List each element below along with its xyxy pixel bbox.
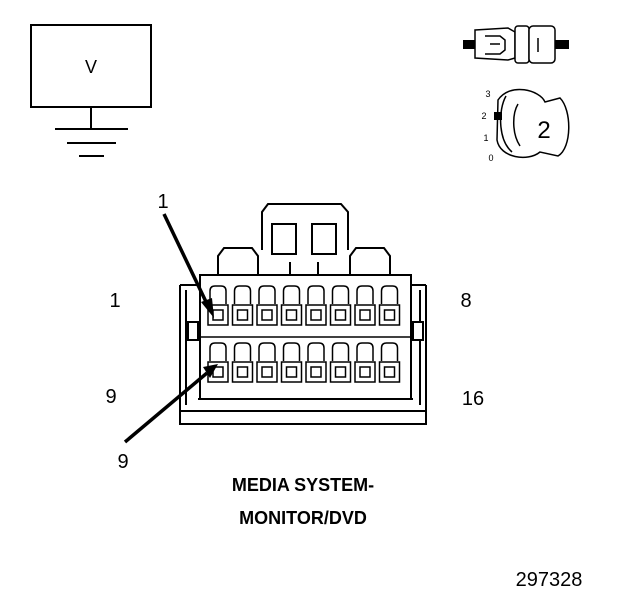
cavity-12	[280, 342, 303, 383]
cavity-9	[207, 342, 229, 383]
figure-number: 297328	[516, 569, 583, 591]
cavity-10	[231, 342, 254, 383]
cavity-16	[378, 342, 401, 383]
cavity-13	[305, 342, 327, 383]
voltmeter-symbol	[30, 24, 152, 157]
callout-arrowhead-pin-1	[201, 298, 214, 318]
row2-first-pin-label: 9	[105, 386, 116, 408]
connector-title-line-2: MONITOR/DVD	[239, 508, 367, 528]
cavity-5	[305, 285, 327, 326]
cavity-15	[354, 342, 376, 383]
probe-icon	[463, 25, 569, 64]
cavity-3	[256, 285, 278, 326]
cavity-14	[329, 342, 352, 383]
voltmeter-label: V	[85, 57, 97, 77]
cavity-7	[354, 285, 376, 326]
callout-label-bottom: 9	[117, 451, 128, 473]
row1-first-pin-label: 1	[109, 290, 120, 312]
row1-last-pin-label: 8	[460, 290, 471, 312]
connector-cavities	[207, 285, 401, 383]
row2-last-pin-label: 16	[462, 388, 484, 410]
cavity-4	[280, 285, 303, 326]
connector-title-line-1: MEDIA SYSTEM-	[232, 475, 374, 495]
selector-mark-1: 1	[483, 133, 488, 143]
selector-mark-0: 0	[488, 153, 493, 163]
selector-mark-2: 2	[481, 111, 486, 121]
callout-leader-pin-9	[123, 371, 209, 444]
selector-knob-icon	[494, 88, 570, 159]
cavity-6	[329, 285, 352, 326]
cavity-2	[231, 285, 254, 326]
selector-mark-3: 3	[485, 89, 490, 99]
callout-label-top: 1	[157, 191, 168, 213]
cavity-11	[256, 342, 278, 383]
callout-leader-pin-1	[162, 213, 210, 307]
cavity-8	[378, 285, 401, 326]
selector-setting: 2	[537, 117, 550, 144]
callout-arrowhead-pin-9	[203, 364, 218, 378]
